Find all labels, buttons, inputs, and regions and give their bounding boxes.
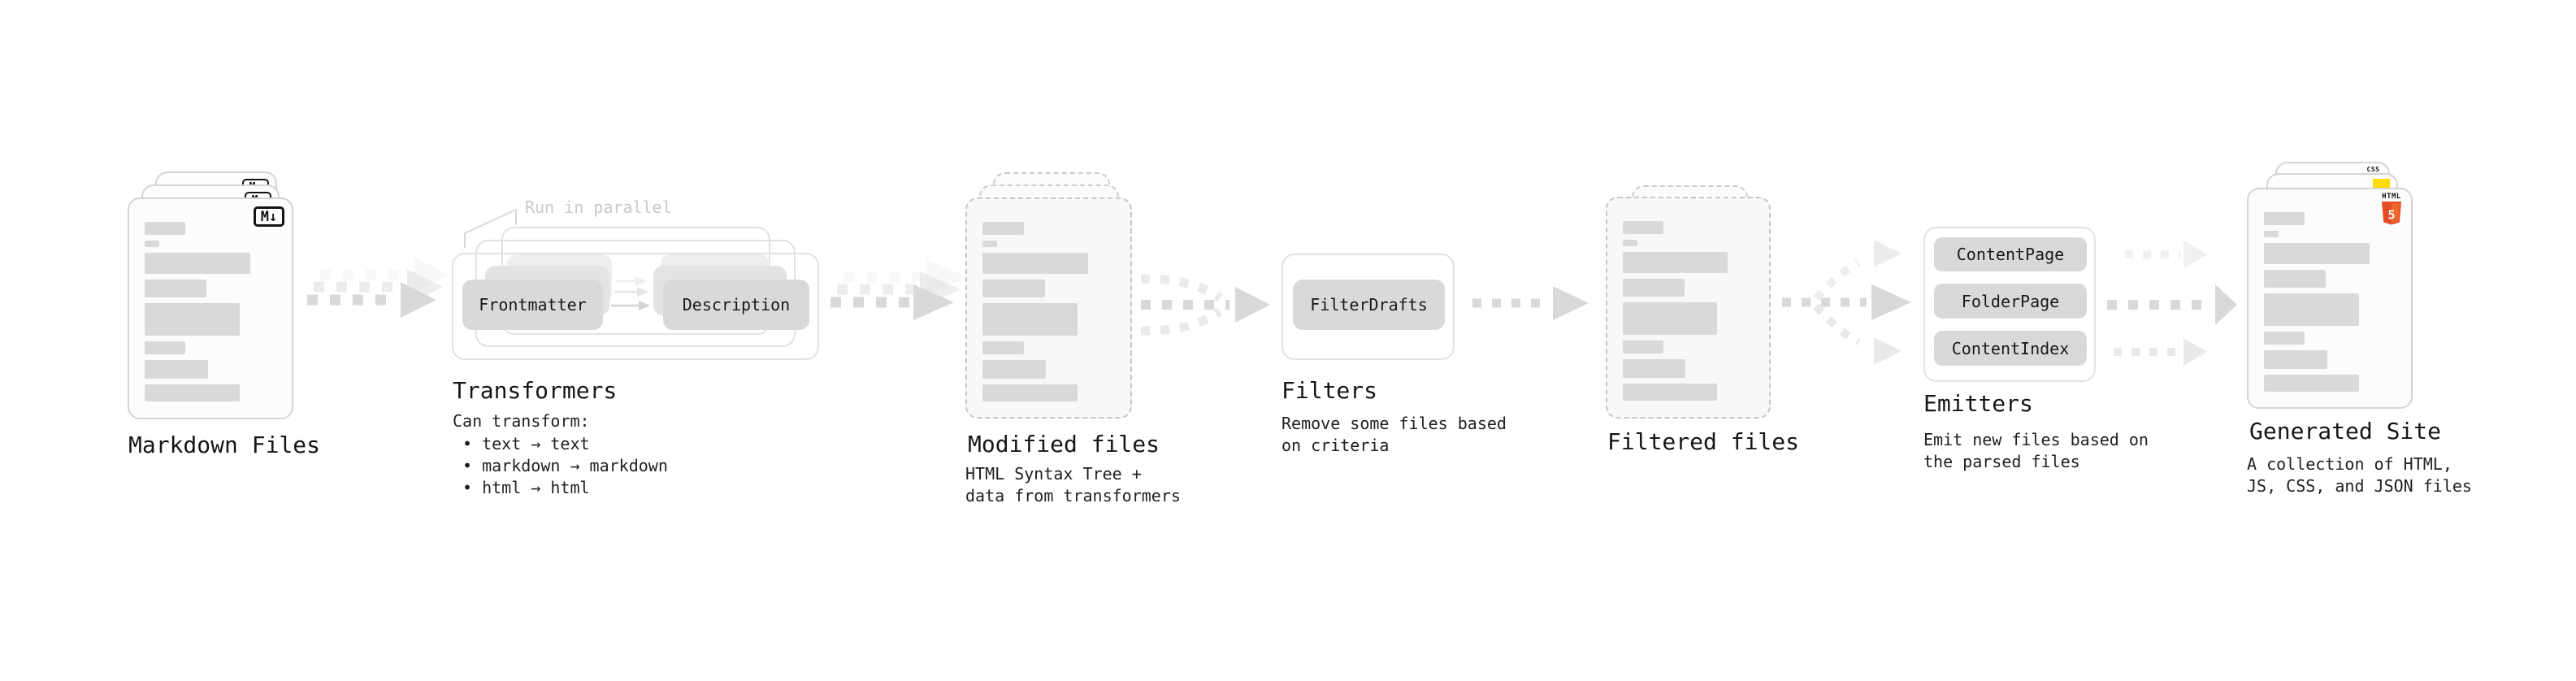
modified-caption-line: HTML Syntax Tree + [965, 464, 1142, 484]
svg-text:5: 5 [2387, 208, 2395, 223]
text-line-placeholder [1623, 384, 1717, 401]
stage-title-generated-site: Generated Site [2249, 418, 2442, 445]
description-pill: Description [663, 280, 809, 330]
text-line-placeholder [2264, 375, 2359, 392]
text-line-placeholder [1623, 221, 1663, 234]
text-line-placeholder [982, 360, 1047, 379]
flow-arrow-filtered-to-emitters [1782, 240, 1911, 365]
generated-file-card-front: HTML 5 [2247, 188, 2413, 409]
flow-arrow-markdown-to-transformers [307, 257, 449, 318]
text-line-placeholder [145, 384, 240, 401]
text-line-placeholder [2264, 212, 2305, 225]
stage-title-emitters: Emitters [1923, 390, 2033, 417]
text-line-placeholder [982, 384, 1078, 401]
filterdrafts-pill: FilterDrafts [1293, 280, 1445, 330]
text-line-placeholder [2264, 270, 2327, 288]
frontmatter-pill: Frontmatter [462, 280, 603, 330]
document-text-placeholder [1607, 198, 1769, 417]
flow-arrow-emitters-to-generated [2107, 241, 2237, 366]
html5-icon: HTML 5 [2381, 193, 2402, 225]
modified-caption-line: data from transformers [965, 486, 1181, 505]
text-line-placeholder [145, 360, 208, 379]
flow-arrow-modified-to-filters [1140, 274, 1270, 336]
text-line-placeholder [145, 253, 250, 274]
emitters-caption-line: the parsed files [1923, 452, 2080, 471]
text-line-placeholder [2264, 350, 2327, 369]
transformer-frame-front [452, 253, 819, 360]
generated-caption-line: A collection of HTML, [2247, 454, 2452, 474]
text-line-placeholder [1623, 279, 1685, 297]
run-in-parallel-label: Run in parallel [525, 197, 672, 217]
contentpage-pill: ContentPage [1934, 237, 2087, 271]
annotation-leader-line [464, 208, 517, 248]
modified-file-card-front [965, 197, 1132, 419]
text-line-placeholder [1623, 340, 1663, 354]
text-line-placeholder [2264, 332, 2305, 345]
transformers-caption: Can transform: [453, 411, 590, 431]
stage-title-markdown-files: Markdown Files [128, 432, 321, 458]
filters-caption-line: on criteria [1281, 436, 1390, 455]
javascript-icon [2373, 179, 2390, 189]
flow-arrow-filters-to-filtered [1472, 286, 1589, 320]
text-line-placeholder [1623, 359, 1686, 378]
text-line-placeholder [982, 341, 1024, 354]
emitters-frame [1923, 227, 2096, 382]
filtered-file-card-front [1606, 197, 1771, 419]
text-line-placeholder [982, 280, 1045, 297]
contentindex-pill: ContentIndex [1934, 331, 2087, 366]
document-text-placeholder [2249, 189, 2411, 407]
text-line-placeholder [1623, 302, 1717, 335]
text-line-placeholder [145, 241, 159, 247]
text-line-placeholder [145, 222, 186, 235]
generated-caption-line: JS, CSS, and JSON files [2247, 476, 2472, 496]
document-text-placeholder [967, 199, 1130, 417]
filters-caption-line: Remove some files based [1281, 414, 1507, 433]
text-line-placeholder [2264, 293, 2359, 326]
text-line-placeholder [982, 222, 1024, 235]
text-line-placeholder [2264, 243, 2370, 264]
transformers-bullet: • text → text [462, 434, 590, 453]
parallel-step-arrows [611, 276, 650, 310]
markdown-icon: M↓ [254, 206, 284, 227]
text-line-placeholder [2264, 231, 2279, 237]
transformers-bullet: • html → html [462, 478, 590, 497]
stage-title-filtered-files: Filtered files [1607, 428, 1800, 455]
emitters-caption-line: Emit new files based on [1923, 430, 2149, 449]
text-line-placeholder [982, 241, 997, 247]
text-line-placeholder [982, 303, 1078, 336]
text-line-placeholder [1623, 252, 1728, 273]
markdown-file-card-front: M↓ [128, 197, 293, 419]
text-line-placeholder [145, 341, 186, 354]
flow-arrow-transformers-to-modified [830, 259, 967, 320]
transformers-bullet: • markdown → markdown [462, 456, 668, 475]
filters-frame [1281, 254, 1455, 360]
stage-title-filters: Filters [1281, 377, 1378, 404]
text-line-placeholder [1623, 240, 1637, 246]
text-line-placeholder [145, 280, 207, 297]
stage-title-modified-files: Modified files [968, 431, 1160, 458]
stage-title-transformers: Transformers [453, 377, 618, 404]
text-line-placeholder [145, 303, 240, 336]
document-text-placeholder [129, 199, 292, 418]
folderpage-pill: FolderPage [1934, 284, 2087, 319]
text-line-placeholder [982, 253, 1089, 274]
